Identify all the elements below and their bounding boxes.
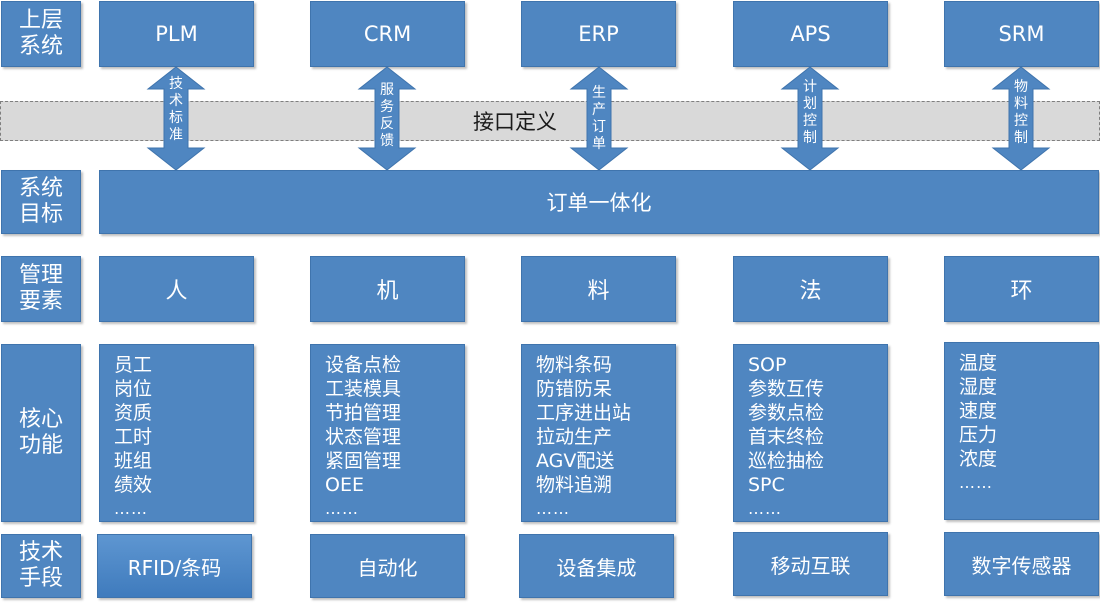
function-ellipsis: …… xyxy=(114,499,148,518)
mgmt-element-people: 人 xyxy=(99,256,254,322)
function-item: 班组 xyxy=(114,450,153,472)
function-item: SPC xyxy=(748,474,785,496)
arrow-label-crm: 服务反馈 xyxy=(380,82,394,149)
function-item: 首末终检 xyxy=(748,426,825,448)
function-item: 节拍管理 xyxy=(325,402,402,424)
function-item: 速度 xyxy=(959,400,998,422)
function-item: 紧固管理 xyxy=(325,450,402,472)
arrow-label-plm: 技术标准 xyxy=(169,76,183,143)
function-item: OEE xyxy=(325,474,364,496)
row-label-func-text: 核心 功能 xyxy=(18,407,63,458)
function-ellipsis: …… xyxy=(959,473,993,492)
function-item: 压力 xyxy=(959,424,998,446)
function-item: 工时 xyxy=(114,426,153,448)
function-item: 设备点检 xyxy=(325,354,402,376)
functions-machine: 设备点检 工装模具 节拍管理 状态管理 紧固管理 OEE …… xyxy=(310,344,465,522)
function-item: 巡检抽检 xyxy=(748,450,825,472)
functions-method: SOP 参数互传 参数点检 首末终检 巡检抽检 SPC …… xyxy=(733,344,888,522)
row-label-management: 管理 要素 xyxy=(1,256,81,322)
function-item: 岗位 xyxy=(114,378,153,400)
function-item: 工序进出站 xyxy=(536,402,632,424)
tech-equipment-integration: 设备集成 xyxy=(519,534,674,598)
upper-system-srm: SRM xyxy=(944,1,1099,67)
arrow-label-srm: 物料控制 xyxy=(1014,79,1028,146)
tech-automation: 自动化 xyxy=(310,534,465,598)
function-ellipsis: …… xyxy=(748,499,782,518)
function-ellipsis: …… xyxy=(536,499,570,518)
interface-label: 接口定义 xyxy=(473,110,557,134)
function-item: AGV配送 xyxy=(536,450,615,472)
function-item: 拉动生产 xyxy=(536,426,613,448)
row-label-upper-systems: 上层 系统 xyxy=(1,1,81,67)
function-item: 物料追溯 xyxy=(536,474,613,496)
function-item: 员工 xyxy=(114,354,153,376)
function-item: SOP xyxy=(748,354,787,376)
row-label-tech-means: 技术 手段 xyxy=(1,534,81,598)
row-label-upper-text: 上层 系统 xyxy=(18,8,63,59)
functions-material: 物料条码 防错防呆 工序进出站 拉动生产 AGV配送 物料追溯 …… xyxy=(521,344,676,522)
function-item: 绩效 xyxy=(114,474,153,496)
arrow-label-erp: 生产订单 xyxy=(592,85,606,152)
mgmt-element-machine: 机 xyxy=(310,256,465,322)
functions-environment: 温度 湿度 速度 压力 浓度 …… xyxy=(944,342,1099,520)
function-item: 状态管理 xyxy=(325,426,402,448)
row-label-goal-text: 系统 目标 xyxy=(18,176,63,227)
tech-mobile-internet: 移动互联 xyxy=(733,532,888,596)
row-label-tech-text: 技术 手段 xyxy=(18,540,63,591)
mgmt-element-material: 料 xyxy=(521,256,676,322)
function-item: 资质 xyxy=(114,402,153,424)
function-item: 工装模具 xyxy=(325,378,402,400)
arrow-label-aps: 计划控制 xyxy=(803,79,817,146)
upper-system-plm: PLM xyxy=(99,1,254,67)
row-label-core-functions: 核心 功能 xyxy=(1,344,81,522)
function-item: 参数点检 xyxy=(748,402,825,424)
upper-system-erp: ERP xyxy=(521,1,676,67)
function-item: 温度 xyxy=(959,352,998,374)
tech-digital-sensors: 数字传感器 xyxy=(944,532,1099,596)
function-item: 浓度 xyxy=(959,448,998,470)
upper-system-aps: APS xyxy=(733,1,888,67)
function-ellipsis: …… xyxy=(325,499,359,518)
function-item: 湿度 xyxy=(959,376,998,398)
function-item: 物料条码 xyxy=(536,354,613,376)
system-goal-bar: 订单一体化 xyxy=(99,170,1099,234)
upper-system-crm: CRM xyxy=(310,1,465,67)
row-label-mgmt-text: 管理 要素 xyxy=(18,263,63,314)
tech-rfid-barcode: RFID/条码 xyxy=(97,534,252,598)
function-item: 防错防呆 xyxy=(536,378,613,400)
function-item: 参数互传 xyxy=(748,378,825,400)
mgmt-element-method: 法 xyxy=(733,256,888,322)
row-label-system-goal: 系统 目标 xyxy=(1,170,81,234)
mgmt-element-environment: 环 xyxy=(944,256,1099,322)
functions-people: 员工 岗位 资质 工时 班组 绩效 …… xyxy=(99,344,254,522)
